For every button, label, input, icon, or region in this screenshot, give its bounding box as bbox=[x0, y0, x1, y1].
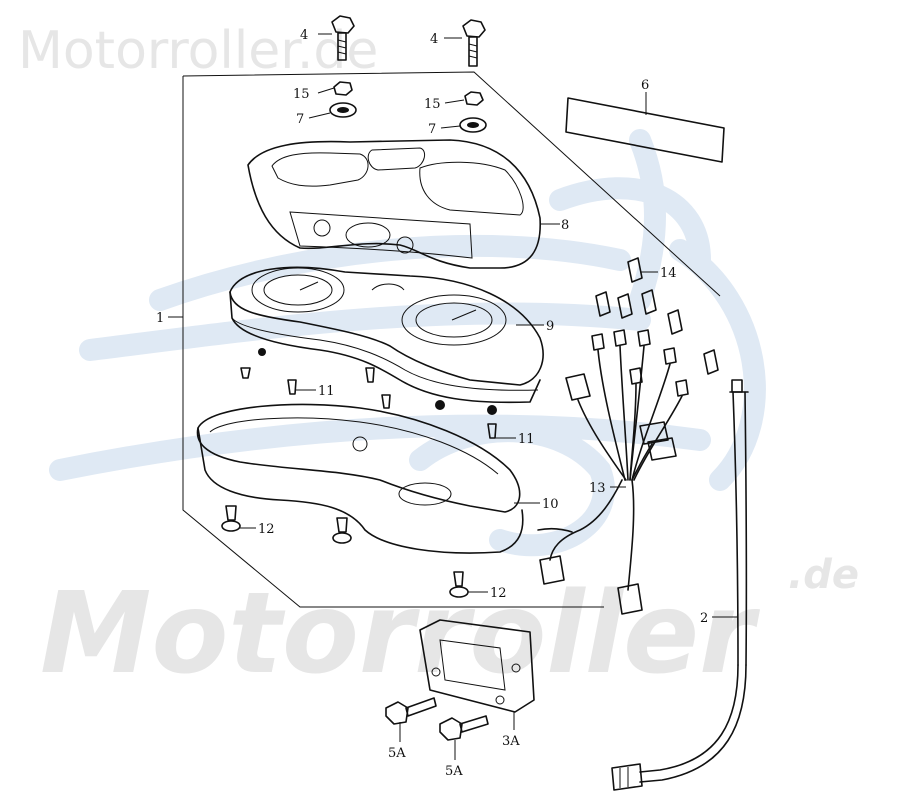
bracket-part-3A bbox=[419, 619, 535, 713]
nut-part-15-left bbox=[333, 81, 353, 96]
bulb-part-14-group bbox=[595, 257, 719, 375]
callout-3A: 3A bbox=[502, 734, 520, 749]
callout-12-a: 12 bbox=[258, 522, 275, 537]
callout-14: 14 bbox=[660, 266, 677, 281]
callout-5A-right: 5A bbox=[445, 764, 463, 779]
callout-13: 13 bbox=[589, 481, 606, 496]
screw-part-11-d bbox=[381, 394, 391, 409]
grommet-part-7-left bbox=[329, 102, 357, 118]
callout-7-right: 7 bbox=[428, 122, 436, 137]
callout-15-right: 15 bbox=[424, 97, 441, 112]
leader-lines bbox=[168, 33, 738, 760]
callout-9: 9 bbox=[546, 319, 554, 334]
callout-4-right: 4 bbox=[430, 32, 438, 47]
assembly-outline-top bbox=[182, 71, 721, 297]
screw-part-11-c bbox=[365, 367, 375, 383]
bolt-part-5A-left bbox=[385, 697, 437, 725]
screw-part-11-b bbox=[287, 379, 297, 395]
wiring-harness-part-13 bbox=[537, 329, 689, 615]
grommet-part-7-right bbox=[459, 117, 487, 133]
screw-part-12-b bbox=[332, 517, 352, 544]
screw-part-12-a bbox=[221, 505, 241, 532]
bolt-part-5A-right bbox=[439, 715, 489, 741]
speedometer-cable-part-2 bbox=[611, 379, 749, 791]
callout-11-a: 11 bbox=[318, 384, 335, 399]
screw-part-11-a bbox=[240, 367, 251, 379]
callout-5A-left: 5A bbox=[388, 746, 406, 761]
callout-4-left: 4 bbox=[300, 28, 308, 43]
meter-assembly-part-9 bbox=[229, 266, 544, 415]
callout-10: 10 bbox=[542, 497, 559, 512]
assembly-outline-left bbox=[182, 76, 604, 608]
bolt-part-4-left bbox=[331, 15, 355, 61]
watermark-bottom-suffix: .de bbox=[788, 552, 859, 598]
watermark-top: Motorroller.de bbox=[18, 21, 378, 81]
callout-1: 1 bbox=[156, 311, 164, 326]
callout-8: 8 bbox=[561, 218, 569, 233]
watermark-bottom: Motorroller bbox=[40, 569, 761, 699]
nut-part-15-right bbox=[464, 91, 484, 106]
callout-6: 6 bbox=[641, 78, 649, 93]
callout-15-left: 15 bbox=[293, 87, 310, 102]
watermark-logo bbox=[49, 129, 766, 557]
label-plate-part-6 bbox=[565, 97, 725, 163]
callout-11-b: 11 bbox=[518, 432, 535, 447]
callout-2: 2 bbox=[700, 611, 708, 626]
callout-12-b: 12 bbox=[490, 586, 507, 601]
lower-case-part-10 bbox=[196, 403, 524, 554]
callout-labels: 4 4 15 7 15 7 6 8 9 1 11 11 10 12 12 13 … bbox=[156, 28, 708, 779]
meter-cover-part-8 bbox=[247, 139, 541, 269]
callout-7-left: 7 bbox=[296, 112, 304, 127]
bolt-part-4-right bbox=[462, 19, 486, 67]
